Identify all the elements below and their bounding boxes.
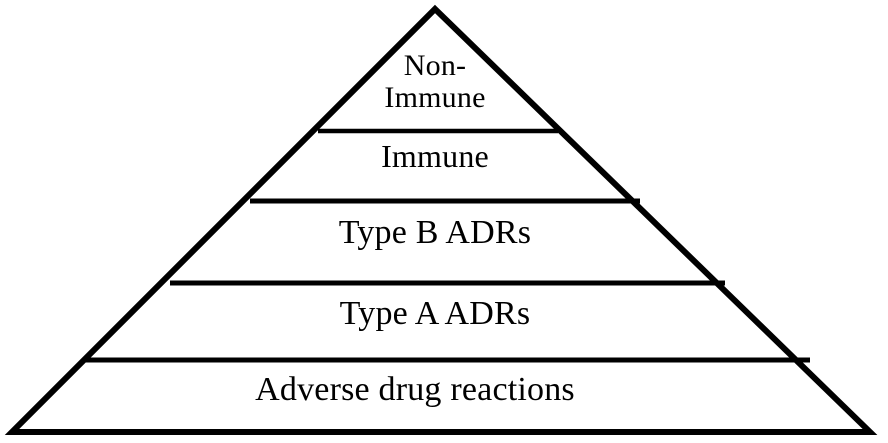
pyramid-outline [4,4,878,435]
tier-label-type-a-adrs: Type A ADRs [339,295,531,332]
tier-label-adverse-drug-reactions: Adverse drug reactions [255,371,575,408]
tier-label-non-immune: Non- Immune [384,49,486,114]
tier-label-immune: Immune [381,138,489,174]
tier-label-type-b-adrs: Type B ADRs [338,214,532,251]
